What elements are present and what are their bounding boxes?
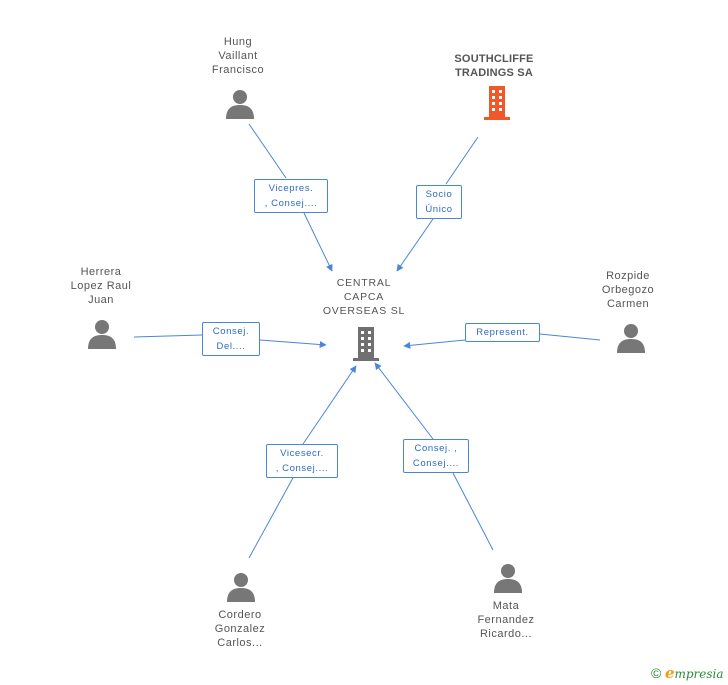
edge-line-hung-arrow <box>303 212 333 272</box>
edge-label-line: Consej.... <box>412 458 460 469</box>
edge-line-cordero <box>248 475 295 559</box>
person-icon[interactable] <box>225 89 255 124</box>
center-company-name[interactable]: CENTRAL CAPCA OVERSEAS SL <box>323 276 405 318</box>
brand-name: mpresia <box>674 667 724 681</box>
edge-label-line: Socio <box>425 189 453 200</box>
edge-label-line: Vicepres. <box>268 183 314 194</box>
edge-line-herrera-arrow <box>259 339 327 349</box>
name-line: Ricardo... <box>479 628 533 640</box>
edge-line-southcliffe-arrow <box>396 218 434 272</box>
edge-line-cordero-arrow <box>302 365 357 445</box>
edge-label-line: , Consej.... <box>264 198 318 209</box>
name-line: Cordero <box>218 609 262 621</box>
name-line: Herrera <box>80 266 122 278</box>
name-line: Francisco <box>211 64 265 76</box>
building-icon[interactable] <box>482 86 512 125</box>
edge-label-line: , Consej.... <box>275 463 329 474</box>
copyright-symbol: © <box>651 665 662 681</box>
name-line: Hung <box>223 36 253 48</box>
name-line: SOUTHCLIFFE <box>454 53 534 65</box>
person-name-hung[interactable]: Hung Vaillant Francisco <box>212 35 264 77</box>
person-icon[interactable] <box>226 572 256 607</box>
name-line: Juan <box>88 294 114 306</box>
name-line: Fernandez <box>477 614 535 626</box>
edge-label-herrera[interactable]: Consej. Del.... <box>202 322 260 356</box>
person-icon[interactable] <box>87 319 117 354</box>
edge-line-southcliffe <box>445 136 479 185</box>
center-name-line: OVERSEAS SL <box>322 305 406 317</box>
person-icon[interactable] <box>616 323 646 358</box>
name-line: Vaillant <box>218 50 258 62</box>
name-line: Mata <box>492 600 520 612</box>
name-line: Carlos... <box>217 637 263 649</box>
person-name-herrera[interactable]: Herrera Lopez Raul Juan <box>71 265 132 307</box>
edge-line-herrera <box>133 334 203 338</box>
edge-label-line: Consej. , <box>414 443 458 454</box>
center-name-line: CENTRAL <box>336 277 392 289</box>
name-line: Gonzalez <box>214 623 266 635</box>
person-name-cordero[interactable]: Cordero Gonzalez Carlos... <box>215 608 265 650</box>
person-name-mata[interactable]: Mata Fernandez Ricardo... <box>477 599 534 641</box>
edge-label-cordero[interactable]: Vicesecr. , Consej.... <box>266 444 338 478</box>
edge-line-rozpide <box>539 333 601 341</box>
edge-label-hung[interactable]: Vicepres. , Consej.... <box>254 179 328 213</box>
edge-line-mata-arrow <box>374 362 434 440</box>
edge-label-line: Único <box>425 204 453 215</box>
center-name-line: CAPCA <box>343 291 385 303</box>
edge-label-line: Del.... <box>216 341 246 352</box>
edge-label-line: Represent. <box>476 327 529 338</box>
person-name-rozpide[interactable]: Rozpide Orbegozo Carmen <box>602 269 654 311</box>
empresia-brand[interactable]: © empresia <box>651 664 724 682</box>
company-name-southcliffe[interactable]: SOUTHCLIFFE TRADINGS SA <box>454 52 533 80</box>
center-building-icon[interactable] <box>351 327 381 366</box>
edge-label-mata[interactable]: Consej. , Consej.... <box>403 439 469 473</box>
edge-line-mata <box>452 472 494 551</box>
brand-initial: e <box>664 664 675 682</box>
edge-label-rozpide[interactable]: Represent. <box>465 323 540 342</box>
name-line: TRADINGS SA <box>455 67 533 79</box>
edge-label-southcliffe[interactable]: Socio Único <box>416 185 462 219</box>
name-line: Rozpide <box>606 270 650 282</box>
person-icon[interactable] <box>493 563 523 598</box>
edge-line-rozpide-arrow <box>403 339 466 349</box>
name-line: Orbegozo <box>601 284 655 296</box>
name-line: Carmen <box>606 298 650 310</box>
edge-label-line: Consej. <box>212 326 250 337</box>
edge-line-hung <box>248 123 287 179</box>
edge-label-line: Vicesecr. <box>280 448 324 459</box>
name-line: Lopez Raul <box>70 280 132 292</box>
